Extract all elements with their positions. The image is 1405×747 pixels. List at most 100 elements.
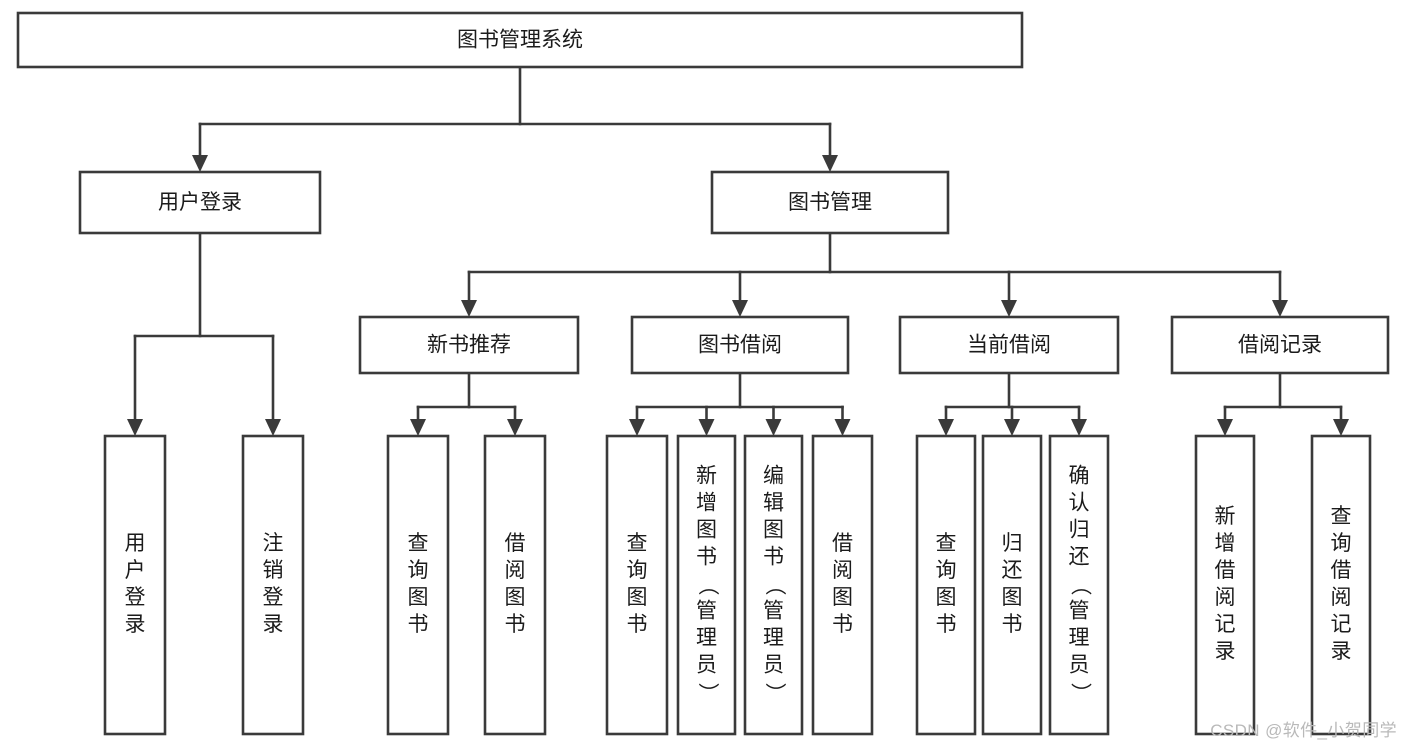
- leaf-node[interactable]: 用户登录: [103, 434, 167, 736]
- arrow-head-icon: [1217, 419, 1233, 436]
- leaf-box[interactable]: [483, 434, 547, 736]
- root-node[interactable]: 图书管理系统: [16, 11, 1024, 69]
- svg-text:员: 员: [763, 654, 784, 677]
- leaf-box[interactable]: [743, 434, 804, 736]
- level3-node[interactable]: 当前借阅: [898, 315, 1120, 375]
- svg-text:登: 登: [125, 586, 146, 609]
- svg-text:录: 录: [125, 613, 146, 636]
- svg-text:确: 确: [1069, 465, 1090, 488]
- leaf-box[interactable]: [811, 434, 874, 736]
- svg-text:记: 记: [1331, 613, 1352, 636]
- svg-text:阅: 阅: [1331, 586, 1352, 609]
- level2-box[interactable]: [78, 170, 322, 235]
- svg-text:借: 借: [505, 532, 526, 555]
- svg-text:查: 查: [1331, 505, 1352, 528]
- svg-text:录: 录: [1215, 640, 1236, 663]
- level3-node[interactable]: 新书推荐: [358, 315, 580, 375]
- root-label: 图书管理系统: [457, 29, 583, 52]
- svg-text:员: 员: [696, 654, 717, 677]
- leaf-box[interactable]: [241, 434, 305, 736]
- svg-text:认: 认: [1069, 492, 1090, 515]
- arrow-head-icon: [127, 419, 143, 436]
- svg-text:归: 归: [1002, 532, 1023, 555]
- svg-text:新: 新: [696, 465, 717, 488]
- level2-box[interactable]: [710, 170, 950, 235]
- leaf-box[interactable]: [981, 434, 1043, 736]
- arrow-head-icon: [410, 419, 426, 436]
- svg-text:图: 图: [408, 586, 429, 609]
- level2-node[interactable]: 用户登录: [78, 170, 322, 235]
- svg-text:书: 书: [408, 613, 429, 636]
- svg-text:（: （: [1068, 575, 1091, 596]
- svg-text:询: 询: [627, 559, 648, 582]
- leaf-box[interactable]: [1048, 434, 1110, 736]
- svg-text:登: 登: [263, 586, 284, 609]
- svg-text:户: 户: [125, 559, 146, 582]
- level3-box[interactable]: [1170, 315, 1390, 375]
- leaf-box[interactable]: [103, 434, 167, 736]
- svg-text:询: 询: [408, 559, 429, 582]
- svg-text:还: 还: [1069, 546, 1090, 569]
- svg-text:管: 管: [696, 600, 717, 623]
- csdn-watermark: CSDN @软件_小贺同学: [1210, 721, 1397, 740]
- arrow-head-icon: [461, 300, 477, 317]
- leaf-box[interactable]: [915, 434, 977, 736]
- leaf-box[interactable]: [676, 434, 737, 736]
- arrow-head-icon: [265, 419, 281, 436]
- svg-text:理: 理: [696, 627, 717, 650]
- level3-box[interactable]: [358, 315, 580, 375]
- arrow-head-icon: [822, 155, 838, 172]
- svg-text:查: 查: [627, 532, 648, 555]
- leaf-box[interactable]: [386, 434, 450, 736]
- svg-text:）: ）: [1068, 683, 1091, 704]
- svg-text:理: 理: [763, 627, 784, 650]
- svg-text:辑: 辑: [763, 492, 784, 515]
- arrow-head-icon: [629, 419, 645, 436]
- svg-text:（: （: [763, 575, 786, 596]
- svg-text:图: 图: [696, 519, 717, 542]
- leaf-label: 用户登录: [125, 532, 146, 636]
- arrow-head-icon: [1071, 419, 1087, 436]
- leaf-box[interactable]: [1194, 434, 1256, 736]
- level3-label: 新书推荐: [427, 334, 511, 357]
- level3-box[interactable]: [898, 315, 1120, 375]
- arrow-head-icon: [1004, 419, 1020, 436]
- arrow-head-icon: [192, 155, 208, 172]
- svg-text:图: 图: [1002, 586, 1023, 609]
- leaf-box[interactable]: [605, 434, 669, 736]
- level3-node[interactable]: 图书借阅: [630, 315, 850, 375]
- svg-text:查: 查: [408, 532, 429, 555]
- arrow-head-icon: [732, 300, 748, 317]
- connector-layer: [127, 65, 1349, 436]
- svg-text:借: 借: [1215, 559, 1236, 582]
- root-box[interactable]: [16, 11, 1024, 69]
- level3-box[interactable]: [630, 315, 850, 375]
- level3-label: 借阅记录: [1238, 334, 1322, 357]
- svg-text:（: （: [696, 575, 719, 596]
- leaf-box[interactable]: [1310, 434, 1372, 736]
- level3-node[interactable]: 借阅记录: [1170, 315, 1390, 375]
- level2-node[interactable]: 图书管理: [710, 170, 950, 235]
- svg-text:还: 还: [1002, 559, 1023, 582]
